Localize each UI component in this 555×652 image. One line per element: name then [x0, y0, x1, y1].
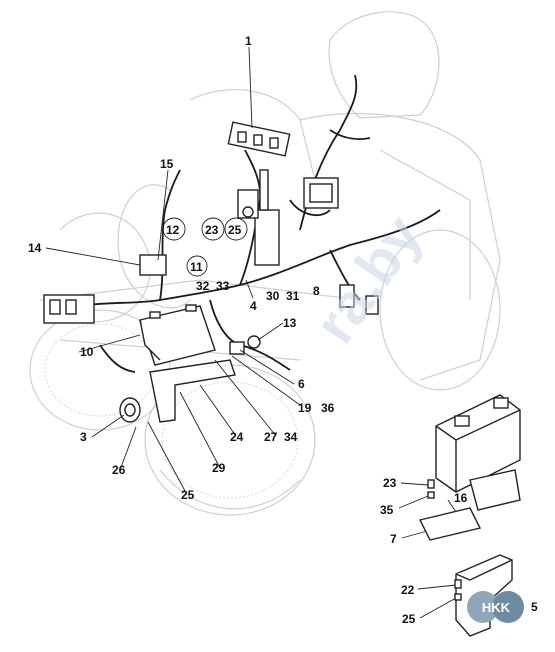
component-battery-bracket — [149, 359, 236, 423]
callout-label: 32 — [196, 279, 210, 293]
callout-label: 8 — [313, 284, 320, 298]
callout-label: 4 — [250, 299, 257, 313]
component-connector-13 — [229, 335, 261, 355]
component-horn — [119, 397, 141, 423]
callout-labels: 1 15 14 12 23 25 11 32 33 30 31 8 4 13 1… — [28, 34, 538, 626]
callout-label: 1 — [245, 34, 252, 48]
component-switch — [237, 189, 259, 219]
callout-label: 22 — [401, 583, 415, 597]
callout-label: 31 — [286, 289, 300, 303]
callout-label: 26 — [112, 463, 126, 477]
callout-label: 36 — [321, 401, 335, 415]
component-relay-14 — [43, 254, 167, 324]
battery-clamp-plate — [418, 507, 482, 541]
callout-label: 5 — [531, 600, 538, 614]
callout-label: 15 — [160, 157, 174, 171]
logo-text: HKK — [482, 600, 511, 615]
callout-label: 3 — [80, 430, 87, 444]
callout-label: 7 — [390, 532, 397, 546]
callout-label: 16 — [454, 491, 468, 505]
callout-label: 35 — [380, 503, 394, 517]
callout-label: 25 — [181, 488, 195, 502]
callout-label: 27 — [264, 430, 278, 444]
circle-callout-23 — [201, 217, 225, 241]
circle-callout-12 — [162, 217, 186, 241]
washer-25 — [454, 593, 462, 601]
callout-label: 30 — [266, 289, 280, 303]
component-connector-8 — [339, 284, 379, 315]
callout-label: 14 — [28, 241, 42, 255]
callout-label: 10 — [80, 345, 94, 359]
circle-callout-25 — [224, 217, 248, 241]
callout-label: 19 — [298, 401, 312, 415]
callout-label: 34 — [284, 430, 298, 444]
battery-pad — [469, 469, 521, 511]
callout-label: 23 — [205, 223, 219, 237]
callout-label: 25 — [402, 612, 416, 626]
leader-lines — [45, 46, 457, 619]
callout-label: 29 — [212, 461, 226, 475]
hkk-logo: HKK — [467, 591, 524, 623]
callout-label: 11 — [190, 260, 203, 274]
watermark-text: ra.by — [302, 204, 435, 355]
callout-label: 12 — [166, 223, 180, 237]
bolt-22 — [454, 579, 462, 589]
washer-35 — [427, 491, 435, 499]
component-fuse-holder — [254, 169, 280, 266]
callout-label: 6 — [298, 377, 305, 391]
component-1-relay-block — [227, 121, 291, 157]
component-control-box — [303, 177, 339, 209]
callout-label: 33 — [216, 279, 230, 293]
bolt-23 — [427, 479, 435, 489]
callout-label: 25 — [228, 223, 242, 237]
callout-label: 13 — [283, 316, 297, 330]
circle-callout-11 — [186, 255, 208, 277]
callout-label: 23 — [383, 476, 397, 490]
callout-label: 24 — [230, 430, 244, 444]
component-battery-installed — [139, 304, 216, 366]
